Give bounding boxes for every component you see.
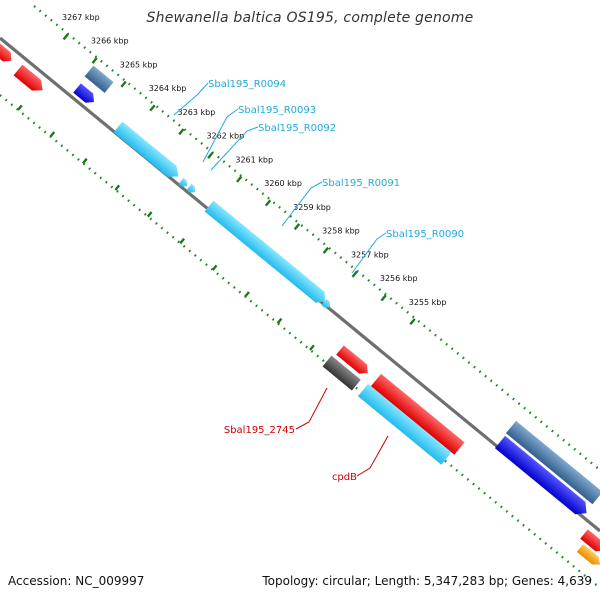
rrna-arrow-r0091[interactable] [204,200,330,307]
inner-ruler-tick [244,291,250,298]
gene-arrow-orange[interactable] [576,544,600,568]
label-cpdb: cpdB [332,472,357,483]
ruler-major-tick [120,80,127,88]
leader-r0094 [173,82,209,116]
ruler-label: 3265 kbp [120,60,158,69]
inner-ruler-tick [309,344,315,351]
ruler-major-tick [380,294,387,302]
map-title: Shewanella baltica OS195, complete genom… [146,10,474,26]
rrna-arrow-r0092[interactable] [186,183,197,195]
ruler-label: 3261 kbp [235,155,273,164]
ruler-label: 3267 kbp [62,13,100,22]
inner-ruler-tick [179,237,185,245]
rrna-arrow-r0090[interactable] [321,298,332,310]
accession-text: Accession: NC_009997 [8,574,145,588]
ruler-major-tick [149,104,156,112]
ruler-label: 3258 kbp [322,227,360,236]
ruler-major-tick [264,199,272,207]
ruler-major-tick [236,175,243,183]
gene-arrow-blue[interactable] [73,83,98,106]
ruler-major-tick [62,33,69,41]
leader-2745 [295,387,328,430]
rrna-arrow-r0094[interactable] [113,121,183,182]
inner-ruler-tick [114,184,121,191]
rrna-arrow-r0093[interactable] [178,177,189,189]
label-sbal195-2745: Sbal195_2745 [224,425,295,436]
feature-label-group: Sbal195_R0094 Sbal195_R0093 Sbal195_R009… [208,79,464,483]
outer-ruler: 3267 kbp 3266 kbp 3265 kbp 3264 kbp 3263 kbp… [33,5,600,471]
ruler-label: 3255 kbp [409,298,447,307]
ruler-major-tick [178,128,185,136]
label-sbal195-r0094: Sbal195_R0094 [208,79,286,90]
label-sbal195-r0090: Sbal195_R0090 [386,229,464,240]
gene-arrow-red[interactable] [336,345,371,377]
ruler-label: 3266 kbp [91,37,129,46]
label-sbal195-r0091: Sbal195_R0091 [322,178,400,189]
gene-box-sbal195-2745[interactable] [322,355,361,391]
leader-cpdb [356,435,389,477]
inner-ruler [0,94,600,589]
gene-box-steel[interactable] [505,420,600,505]
leader-r0093 [202,108,239,163]
genome-summary-text: Topology: circular; Length: 5,347,283 bp… [262,574,592,588]
ruler-label: 3257 kbp [351,250,389,259]
ruler-label: 3263 kbp [178,108,216,117]
inner-ruler-tick [211,264,218,271]
features [0,43,600,568]
label-leaders [173,82,389,477]
inner-ruler-tick [49,131,56,138]
label-sbal195-r0092: Sbal195_R0092 [258,123,336,134]
leader-r0091 [281,181,323,227]
ruler-label: 3264 kbp [149,84,187,93]
inner-ruler-tick [146,211,153,218]
ruler-label: 3256 kbp [380,274,418,283]
inner-ruler-dots [0,94,600,589]
ruler-major-tick [322,246,329,254]
gene-arrow-red[interactable] [580,529,600,555]
ruler-label: 3259 kbp [293,203,331,212]
ruler-major-tick [207,151,214,159]
gene-arrow-red[interactable] [0,43,15,65]
outer-ruler-dots [33,5,600,471]
gene-box-red[interactable] [370,373,465,455]
label-sbal195-r0093: Sbal195_R0093 [238,105,316,116]
leader-r0092 [210,126,259,171]
leader-r0090 [351,232,387,274]
inner-ruler-tick [17,104,23,111]
ruler-label: 3260 kbp [264,179,302,188]
gene-box-cpdb[interactable] [357,383,452,465]
ruler-major-tick [293,223,301,231]
gene-arrow-red[interactable] [13,64,48,96]
inner-ruler-tick [276,317,283,325]
ruler-label: 3262 kbp [206,132,244,141]
gene-arrow-steel[interactable] [84,65,114,93]
ruler-major-tick [409,318,416,326]
ruler-major-tick [351,270,358,278]
inner-ruler-tick [81,157,88,165]
gene-arrow-blue[interactable] [494,435,592,519]
ruler-major-tick [91,56,98,64]
